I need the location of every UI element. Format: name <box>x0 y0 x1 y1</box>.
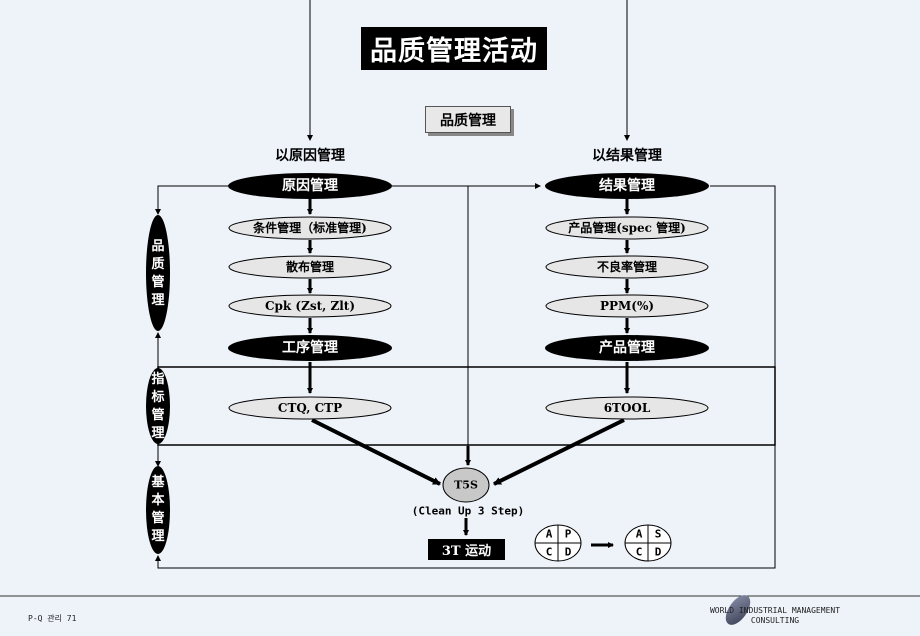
side-label-basic: 基本管理 <box>151 475 165 544</box>
defect-rate-label: 不良率管理 <box>596 260 658 274</box>
node-product-mgmt <box>545 335 709 361</box>
result-mgmt-label: 结果管理 <box>599 178 655 194</box>
node-ctq-ctp <box>228 396 392 420</box>
6tool-label: 6TOOL <box>603 401 651 415</box>
left-feedback-top <box>155 185 228 215</box>
side-capsule-basic <box>146 466 170 554</box>
cause-mgmt-label: 原因管理 <box>282 178 338 194</box>
cycle-right-tl: A <box>635 527 643 541</box>
node-condition-mgmt <box>228 216 392 240</box>
box-3t: 3T 运动 <box>428 539 505 560</box>
diag-right-arrow <box>493 418 625 486</box>
node-product-spec-mgmt <box>545 216 709 240</box>
node-distribution-mgmt <box>228 255 392 279</box>
product-spec-label: 产品管理(spec 管理) <box>568 221 686 235</box>
cycle-left <box>534 524 582 562</box>
right-outer-loop <box>155 185 776 569</box>
diag-left-arrow <box>311 418 441 486</box>
cycle-right <box>624 524 672 562</box>
cpk-label: Cpk (Zst, Zlt) <box>264 299 356 313</box>
left-heading: 以原因管理 <box>275 148 345 164</box>
condition-mgmt-label: 条件管理（标准管理) <box>253 221 367 235</box>
footer-company-line1: WORLD INDUSTRIAL MANAGEMENT <box>709 606 841 615</box>
cycle-left-bl: C <box>545 545 553 559</box>
node-ppm <box>545 294 709 318</box>
node-cpk <box>228 294 392 318</box>
node-defect-rate-mgmt <box>545 255 709 279</box>
side-label-quality: 品质管理 <box>151 239 165 308</box>
right-heading: 以结果管理 <box>592 148 662 164</box>
node-t5s <box>442 467 490 503</box>
cycle-left-br: D <box>564 545 572 559</box>
node-process-mgmt <box>228 335 392 361</box>
cycle-left-tr: P <box>564 527 572 541</box>
footer-company-line2: CONSULTING <box>750 616 800 625</box>
ppm-label: PPM(%) <box>599 299 655 313</box>
product-mgmt-label: 产品管理 <box>599 340 655 356</box>
node-6tool <box>545 396 709 420</box>
subtitle-box: 品质管理 <box>425 106 511 133</box>
ctq-ctp-label: CTQ, CTP <box>277 401 343 415</box>
page-title: 品质管理活动 <box>361 27 547 70</box>
cycle-left-tl: A <box>545 527 553 541</box>
distribution-mgmt-label: 散布管理 <box>285 260 335 274</box>
company-logo-icon <box>725 595 751 625</box>
side-label-indicator: 指标管理 <box>151 372 165 441</box>
side-capsule-quality <box>146 215 170 331</box>
process-mgmt-label: 工序管理 <box>282 340 338 356</box>
footer-company: WORLD INDUSTRIAL MANAGEMENT CONSULTING <box>700 606 850 626</box>
t5s-label: T5S <box>454 478 478 492</box>
cycle-right-tr: S <box>654 527 662 541</box>
side-capsule-indicator <box>146 368 170 444</box>
cycle-right-br: D <box>654 545 662 559</box>
node-cause-mgmt <box>228 173 392 199</box>
cleanup-label: (Clean Up 3 Step) <box>411 504 525 518</box>
footer-page-label: P-Q 관리 71 <box>28 614 77 623</box>
node-result-mgmt <box>545 173 709 199</box>
cycle-right-bl: C <box>635 545 643 559</box>
